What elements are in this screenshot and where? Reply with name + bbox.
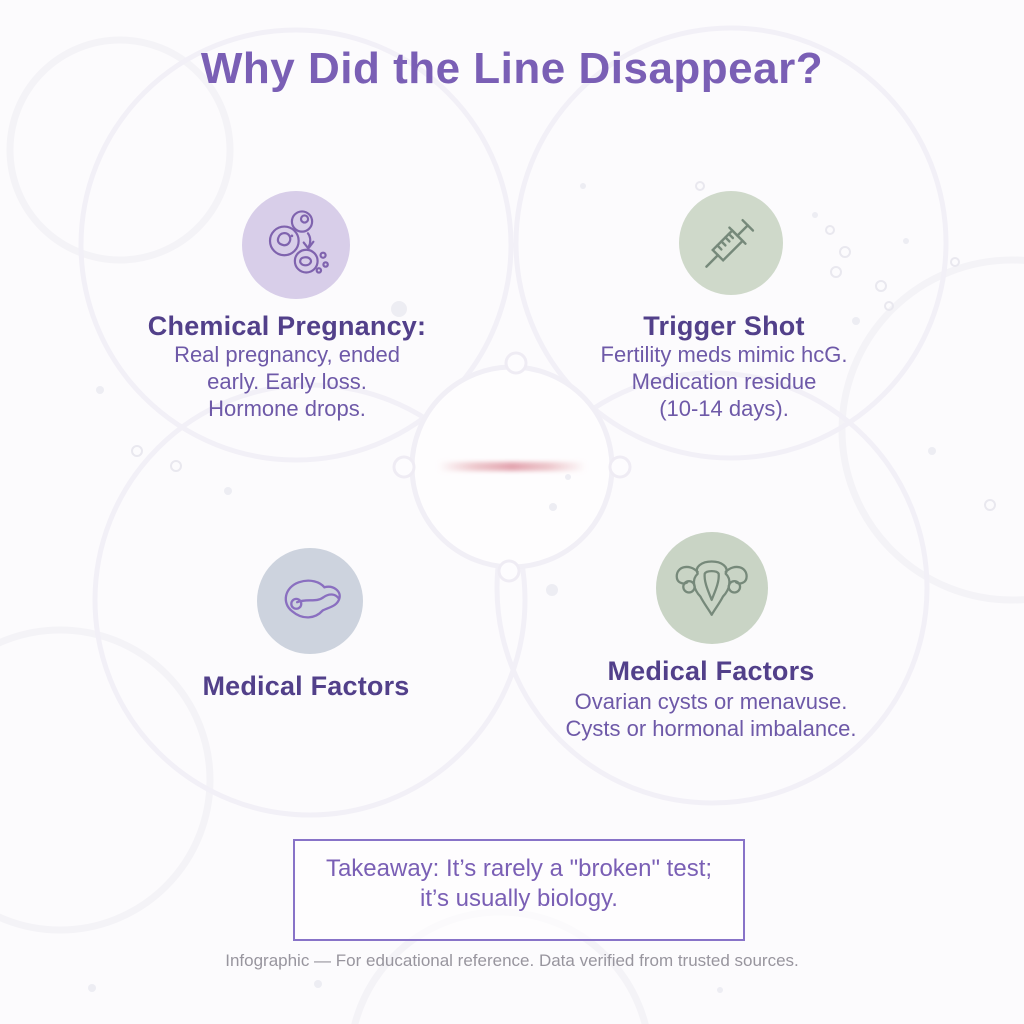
- text-line: Cysts or hormonal imbalance.: [565, 716, 857, 741]
- medical-factors-right-icon-circle: [656, 532, 768, 644]
- medical-factors-right-heading: Medical Factors: [607, 656, 815, 686]
- medical-factors-left-icon-circle: [257, 548, 363, 654]
- chemical-pregnancy-heading: Chemical Pregnancy:: [147, 311, 427, 341]
- decorative-bubbles: [88, 181, 996, 993]
- chemical-pregnancy-text: Real pregnancy, ended early. Early loss.…: [97, 341, 477, 422]
- footer-note: Infographic — For educational reference.…: [225, 951, 799, 970]
- cells-arrow-icon: [268, 210, 329, 274]
- text-line: Real pregnancy, ended: [174, 342, 400, 367]
- takeaway-box: Takeaway: It’s rarely a "broken" test; i…: [293, 839, 745, 941]
- medical-factors-left-heading: Medical Factors: [202, 671, 410, 701]
- abstract-organ-icon: [284, 579, 341, 619]
- text-line: Ovarian cysts or menavuse.: [574, 689, 848, 714]
- faint-test-line: [438, 453, 586, 482]
- page-title: Why Did the Line Disappear?: [200, 44, 824, 93]
- chemical-pregnancy-icon-circle: [242, 191, 350, 299]
- text-line: Medication residue: [631, 369, 817, 394]
- network-nodes: [392, 351, 632, 583]
- text-line: (10-14 days).: [659, 396, 789, 421]
- trigger-shot-icon-circle: [679, 191, 783, 295]
- takeaway-line-1: Takeaway: It’s rarely a "broken" test;: [325, 855, 713, 882]
- network-quadrant-arcs: [78, 25, 949, 818]
- takeaway-line-2: it’s usually biology.: [420, 885, 618, 912]
- text-line: Fertility meds mimic hcG.: [600, 342, 848, 367]
- trigger-shot-text: Fertility meds mimic hcG. Medication res…: [534, 341, 914, 422]
- uterus-icon: [675, 560, 749, 617]
- syringe-icon: [705, 219, 755, 269]
- text-line: early. Early loss.: [207, 369, 367, 394]
- medical-factors-right-text: Ovarian cysts or menavuse. Cysts or horm…: [521, 688, 901, 742]
- text-line: Hormone drops.: [208, 396, 366, 421]
- trigger-shot-heading: Trigger Shot: [643, 311, 805, 341]
